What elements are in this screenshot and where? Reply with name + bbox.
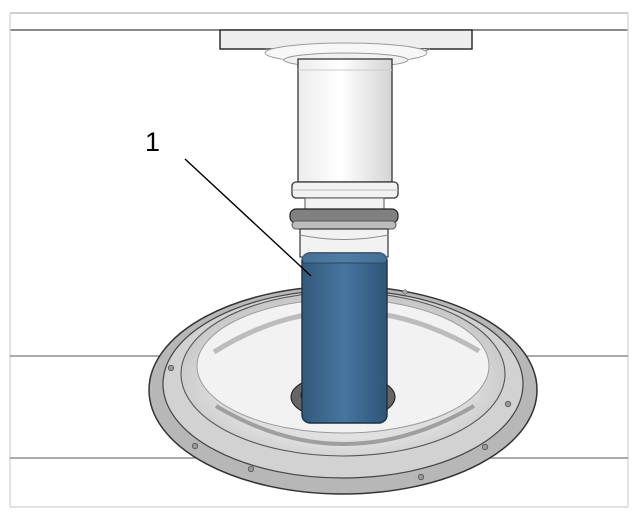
callout-label-1: 1 [145, 127, 161, 157]
highlighted-pipe [301, 252, 388, 424]
upper-pipe [291, 58, 399, 210]
coupling-ring [289, 208, 399, 258]
callout-leader-line [184, 158, 312, 277]
top-mounting-plate [219, 29, 473, 68]
